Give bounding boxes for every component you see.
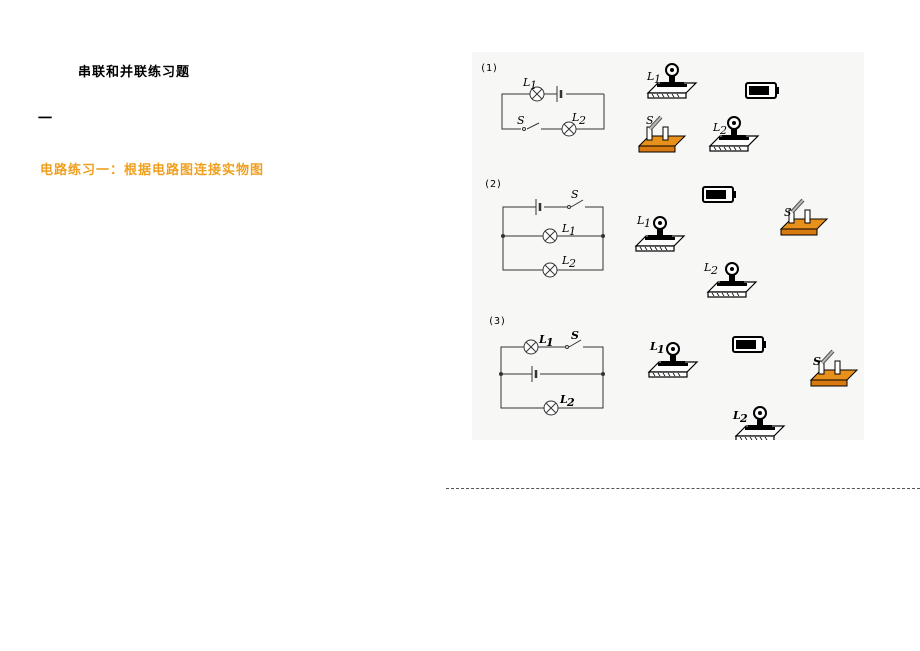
circuit-exercise-figure: (1) L 1 L 2 S L 1 S L (472, 52, 864, 440)
label-l1-sub: 1 (569, 225, 576, 238)
cut-line-divider (446, 488, 920, 489)
obj-label-l1: L (649, 340, 658, 353)
page-title: 串联和并联练习题 (78, 65, 191, 80)
lamp-l1-symbol (523, 339, 539, 355)
lamp-l2-symbol (561, 121, 577, 137)
obj-label-l1-sub: 1 (657, 343, 665, 356)
obj-label-s: S (784, 206, 792, 219)
problem-2-number: (2) (484, 179, 502, 190)
label-l2-sub: 2 (566, 396, 575, 409)
obj-label-l1-sub: 1 (644, 217, 651, 230)
label-l2-sub: 2 (568, 257, 576, 270)
circuit-diagram-3: L 1 L 2 S (499, 329, 605, 416)
obj-label-s: S (646, 114, 654, 127)
circuit-diagram-1: L 1 L 2 S (501, 76, 605, 137)
lamp-l1-symbol (542, 228, 558, 244)
label-l1: L (561, 222, 569, 235)
obj-label-l2-sub: 2 (739, 412, 748, 425)
label-s: S (517, 114, 525, 127)
components-1: L 1 S L 2 (637, 63, 780, 154)
label-l1: L (538, 333, 547, 346)
obj-label-l1: L (646, 70, 654, 83)
label-l1-sub: 1 (530, 79, 537, 92)
obj-label-l1: L (636, 214, 644, 227)
label-s: S (571, 188, 579, 201)
components-2: S L 1 L 2 (635, 186, 829, 298)
label-l2: L (559, 393, 568, 406)
label-l1-sub: 1 (546, 336, 554, 349)
battery-object (732, 336, 767, 353)
label-s: S (571, 329, 579, 342)
problem-2: (2) L 1 L 2 S S L 1 (484, 179, 829, 298)
label-l1: L (522, 76, 530, 89)
obj-label-l2: L (703, 261, 711, 274)
obj-label-l2: L (732, 409, 741, 422)
lamp-l2-symbol (542, 262, 558, 278)
circuit-diagram-2: L 1 L 2 S (501, 188, 605, 278)
lamp-l2-symbol (543, 400, 559, 416)
label-l2: L (561, 254, 569, 267)
label-l2: L (571, 111, 579, 124)
obj-label-l1-sub: 1 (654, 73, 661, 86)
label-l2-sub: 2 (578, 114, 586, 127)
section-heading: 电路练习一：根据电路图连接实物图 (40, 163, 265, 178)
battery-object (745, 82, 780, 99)
problem-3: (3) L 1 L 2 S L 1 S (488, 316, 859, 440)
problem-1-number: (1) (480, 63, 498, 74)
obj-label-l2: L (712, 121, 720, 134)
problem-1: (1) L 1 L 2 S L 1 S L (480, 63, 780, 154)
problem-3-number: (3) (488, 316, 506, 327)
section-marker: 一 (38, 111, 52, 127)
components-3: L 1 S L 2 (648, 336, 859, 440)
obj-label-s: S (813, 355, 821, 368)
battery-object (702, 186, 737, 203)
obj-label-l2-sub: 2 (719, 124, 727, 137)
obj-label-l2-sub: 2 (710, 264, 718, 277)
